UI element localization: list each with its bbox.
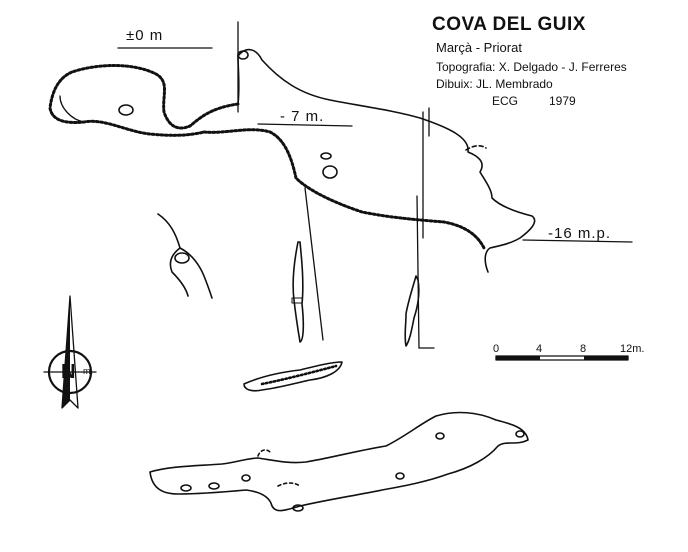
- location-label: Marçà - Priorat: [436, 40, 522, 55]
- depth-surface-label: ±0 m: [126, 27, 164, 44]
- year-label: 1979: [549, 94, 576, 108]
- group-label: ECG: [492, 94, 519, 108]
- cross-sections: [157, 213, 420, 347]
- scale-tick-12: 12m.: [620, 343, 645, 355]
- north-arrow-icon: [43, 295, 97, 409]
- north-letter: N: [61, 361, 76, 383]
- depth-bottom-label: -16 m.p.: [548, 225, 612, 242]
- map-title: COVA DEL GUIX: [432, 14, 586, 35]
- lower-chambers: [149, 361, 529, 512]
- drawing-credit: Dibuix: JL. Membrado: [436, 77, 553, 91]
- scale-tick-0: 0: [493, 343, 500, 355]
- scale-bar: [495, 355, 629, 361]
- topography-credit: Topografia: X. Delgado - J. Ferreres: [436, 60, 627, 74]
- reference-lines: [117, 21, 633, 349]
- scale-tick-8: 8: [580, 343, 587, 355]
- depth-mid-label: - 7 m.: [280, 108, 325, 125]
- north-unit: m.: [83, 366, 93, 376]
- upper-gallery-plan: [48, 48, 536, 273]
- scale-tick-4: 4: [536, 343, 543, 355]
